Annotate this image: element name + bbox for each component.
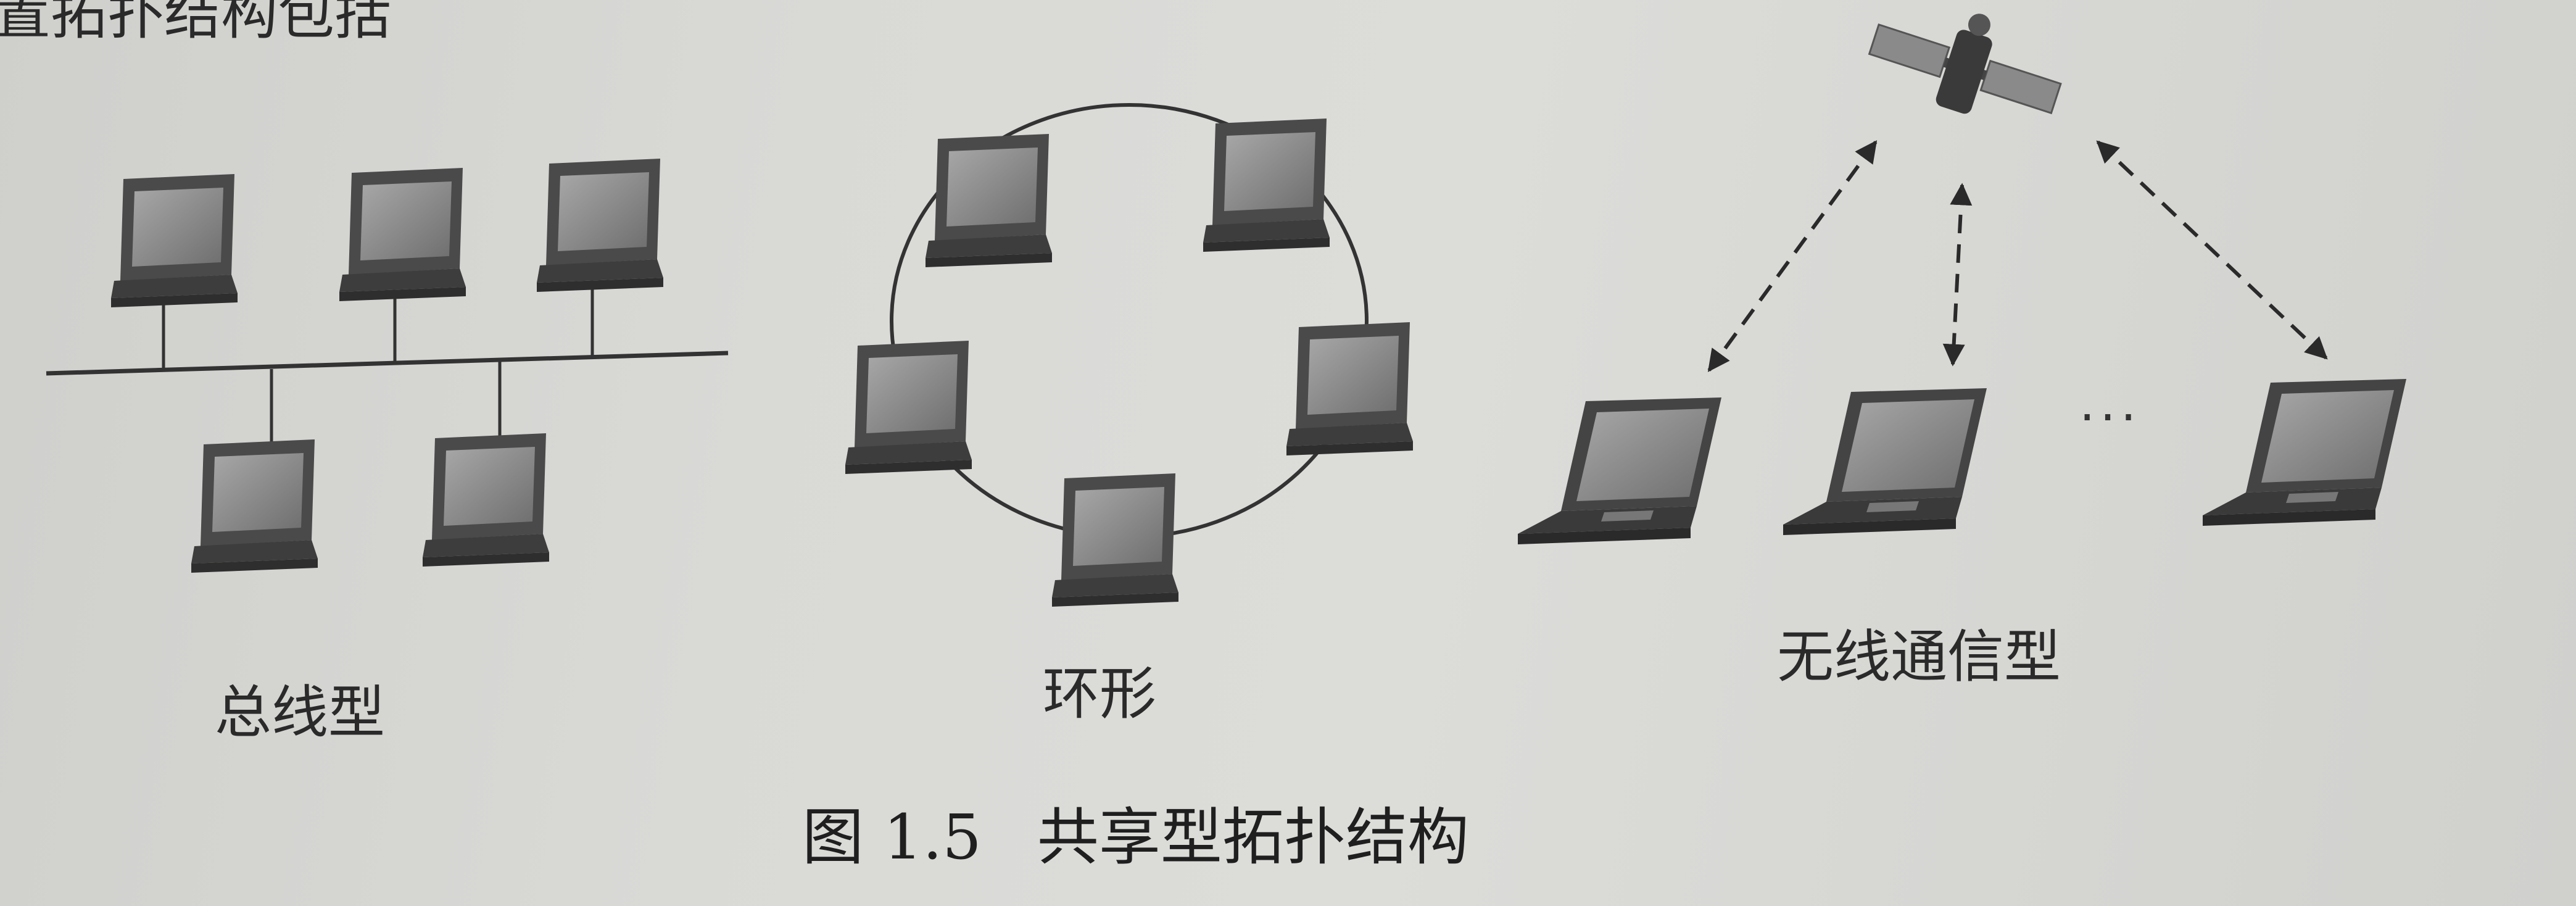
figure-number: 图 1.5	[802, 801, 982, 873]
desktop-monitor-icon	[111, 174, 238, 307]
figure-caption: 图 1.5 共享型拓扑结构	[802, 787, 1469, 876]
desktop-monitor-icon	[845, 341, 972, 474]
wireless-link	[2096, 140, 2328, 360]
figure-title: 共享型拓扑结构	[1037, 801, 1469, 873]
wireless-link	[1942, 183, 1973, 367]
laptop-icon	[2203, 379, 2406, 526]
bus-backbone-line	[46, 351, 729, 376]
wireless-topology-label: 无线通信型	[1777, 624, 2061, 690]
desktop-monitor-icon	[1286, 322, 1413, 455]
desktop-monitor-icon	[537, 159, 663, 292]
desktop-monitor-icon	[926, 134, 1052, 267]
desktop-monitor-icon	[423, 433, 549, 567]
desktop-monitor-icon	[1203, 118, 1330, 252]
ring-topology-label: 环形	[1043, 661, 1157, 727]
satellite-icon	[1868, 14, 2062, 115]
ring-topology	[845, 103, 1413, 607]
bus-topology-label: 总线型	[215, 680, 386, 746]
desktop-monitor-icon	[1052, 473, 1178, 607]
wireless-topology	[1518, 14, 2406, 544]
bus-topology	[46, 159, 729, 573]
desktop-monitor-icon	[191, 439, 318, 573]
wireless-ellipsis: ···	[2079, 389, 2142, 446]
desktop-monitor-icon	[339, 168, 466, 301]
wireless-link	[1707, 140, 1878, 372]
laptop-icon	[1518, 397, 1721, 544]
top-cropped-text: 置拓扑结构包括	[0, 0, 392, 47]
laptop-icon	[1783, 388, 1987, 535]
